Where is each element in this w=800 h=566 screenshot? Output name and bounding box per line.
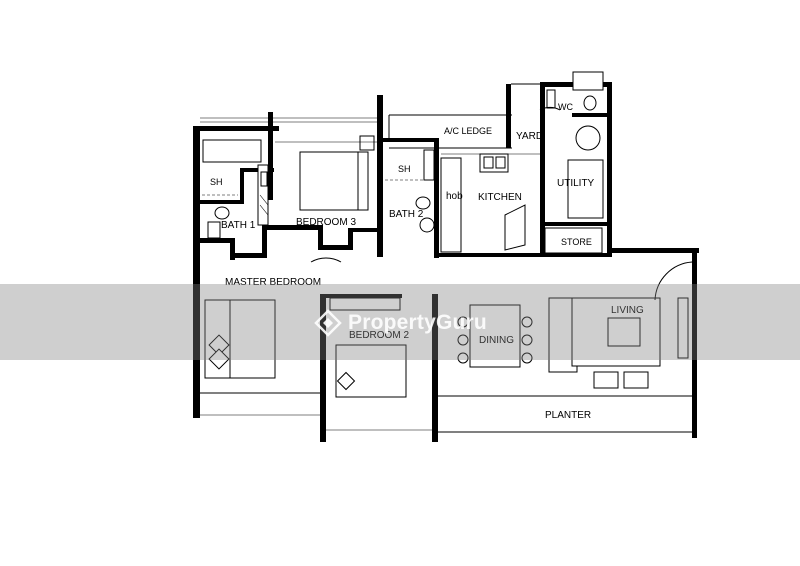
label-master-bedroom: MASTER BEDROOM	[225, 277, 321, 288]
label-sh-left: SH	[210, 177, 223, 187]
watermark: PropertyGuru	[314, 306, 487, 340]
label-yard: YARD	[516, 131, 543, 142]
wall-master-top	[200, 238, 230, 243]
wall-kitchen-left	[434, 148, 439, 258]
watermark-brand: PropertyGuru	[348, 311, 487, 334]
wall-utility-bottom	[540, 222, 612, 226]
label-planter: PLANTER	[545, 410, 591, 421]
label-living: LIVING	[611, 305, 644, 316]
wall-utility-left	[540, 152, 545, 257]
wall-wc-bottom	[572, 113, 612, 117]
wall-living-top	[607, 248, 699, 253]
wall-wc-right	[607, 82, 612, 252]
wall-left	[193, 130, 200, 418]
wall-bath2-top	[383, 138, 439, 142]
watermark-band	[0, 284, 800, 360]
label-bath1: BATH 1	[221, 220, 256, 231]
label-store: STORE	[561, 237, 592, 247]
wall-bedroom2-left	[320, 296, 326, 442]
wall-bedroom2-top	[320, 294, 402, 298]
wall-top-left	[193, 126, 279, 131]
label-hob: hob	[446, 191, 463, 202]
wall-yard-left	[506, 84, 511, 148]
label-sh-right: SH	[398, 164, 411, 174]
wall-living-right	[692, 248, 697, 438]
wall-bedroom2-right	[432, 294, 438, 442]
wall-bath1-bedroom3	[268, 112, 273, 200]
label-bedroom3: BEDROOM 3	[296, 217, 356, 228]
label-bath2: BATH 2	[389, 209, 424, 220]
fixtures	[202, 71, 693, 398]
label-dining: DINING	[479, 335, 514, 346]
label-kitchen: KITCHEN	[478, 192, 522, 203]
dining-table	[469, 304, 521, 368]
label-bedroom2: BEDROOM 2	[349, 330, 409, 341]
label-ac-ledge: A/C LEDGE	[444, 126, 492, 136]
label-wc: WC	[558, 102, 573, 112]
wall-wc-left	[540, 82, 545, 152]
label-utility: UTILITY	[557, 178, 595, 189]
coffee-table	[607, 317, 641, 347]
walls	[193, 82, 699, 442]
wall-bedroom3-bath2	[377, 95, 383, 257]
wall-kitchen-bottom	[434, 253, 540, 257]
room-labels: A/C LEDGE YARD WC SH SH BATH 1 BEDROOM 3…	[210, 102, 644, 421]
propertyguru-logo-icon	[314, 309, 342, 337]
